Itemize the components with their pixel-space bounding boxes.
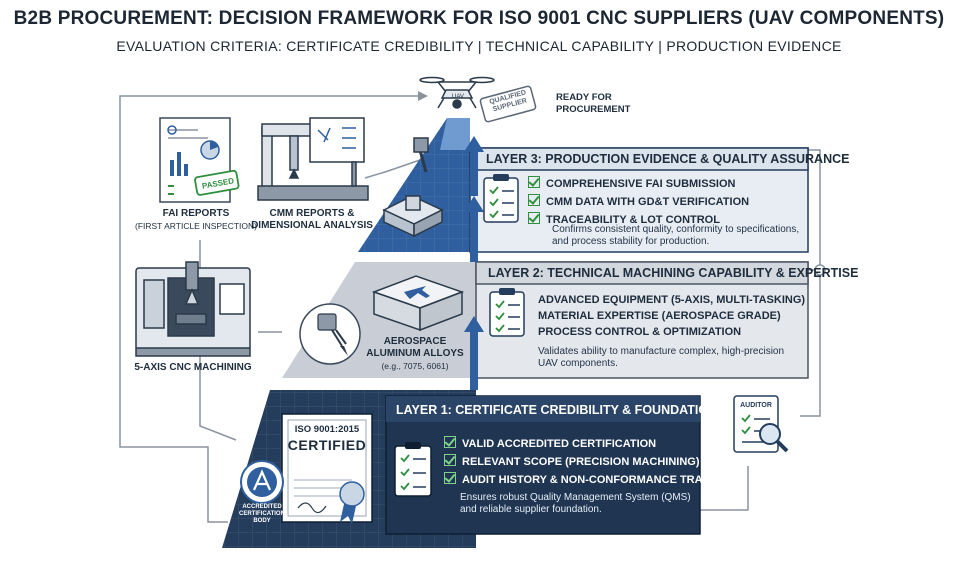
layer-3-title: LAYER 3: PRODUCTION EVIDENCE & QUALITY A… <box>486 152 850 166</box>
connector-arrowhead-top <box>418 91 428 101</box>
layer-3-bullets: COMPREHENSIVE FAI SUBMISSION CMM DATA WI… <box>528 176 749 226</box>
cnc-machining-label: 5-AXIS CNC MACHINING <box>134 362 252 373</box>
fai-label-line-2: (FIRST ARTICLE INSPECTION) <box>134 221 257 231</box>
seal-line-2: CERTIFICATION <box>239 511 285 517</box>
connector-node <box>814 264 826 276</box>
cnc-machine-icon <box>135 261 251 357</box>
material-line-1: AEROSPACE <box>383 336 447 347</box>
layer-1-bullets: VALID ACCREDITED CERTIFICATION RELEVANT … <box>444 436 738 486</box>
drone-icon <box>419 76 495 109</box>
ready-line-1: READY FOR <box>556 92 612 103</box>
certificate-line-2: CERTIFIED <box>287 437 367 453</box>
certificate-icon <box>281 413 373 524</box>
layer-3-bullet: COMPREHENSIVE FAI SUBMISSION <box>528 176 749 190</box>
clipboard-icon <box>483 174 519 223</box>
layer-3-bullet: TRACEABILITY & LOT CONTROL <box>528 212 749 226</box>
material-line-3: (e.g., 7075, 6061) <box>381 361 449 371</box>
certificate-line-1: ISO 9001:2015 <box>294 424 360 435</box>
layer-1-title: LAYER 1: CERTIFICATE CREDIBILITY & FOUND… <box>396 403 718 417</box>
seal-caption: ACCREDITED CERTIFICATION BODY <box>236 504 288 525</box>
layer-1-bullet: AUDIT HISTORY & NON-CONFORMANCE TRACKING <box>444 472 738 486</box>
layer-1-title-bar <box>386 396 700 422</box>
fai-reports-label: FAI REPORTS (FIRST ARTICLE INSPECTION) <box>134 208 258 232</box>
passed-stamp-icon <box>194 169 240 196</box>
check-icon <box>444 454 456 466</box>
cmm-label-line-1: CMM REPORTS & <box>269 208 355 219</box>
clipboard-icon <box>394 442 432 497</box>
page-subtitle: EVALUATION CRITERIA: CERTIFICATE CREDIBI… <box>116 38 842 54</box>
aluminum-block-icon <box>371 275 465 332</box>
magnifier-icon <box>759 423 789 453</box>
material-line-2: ALUMINUM ALLOYS <box>366 348 464 359</box>
cmm-reports-label: CMM REPORTS & DIMENSIONAL ANALYSIS <box>250 208 374 232</box>
layer-2-title-bar <box>475 261 809 285</box>
fai-label-line-1: FAI REPORTS <box>162 208 230 219</box>
aluminum-alloy-label: AEROSPACE ALUMINUM ALLOYS (e.g., 7075, 6… <box>360 336 470 372</box>
layer-3-bullet: CMM DATA WITH GD&T VERIFICATION <box>528 194 749 208</box>
check-icon <box>528 194 540 206</box>
page-title: B2B PROCUREMENT: DECISION FRAMEWORK FOR … <box>13 8 945 29</box>
layer-2-bullet: MATERIAL EXPERTISE (AEROSPACE GRADE) <box>538 310 781 322</box>
check-icon <box>528 212 540 224</box>
certificate-text: ISO 9001:2015 CERTIFIED <box>282 424 372 453</box>
ready-for-procurement: READY FOR PROCUREMENT <box>556 92 630 116</box>
seal-line-3: BODY <box>253 518 271 524</box>
layer-1-bullet: RELEVANT SCOPE (PRECISION MACHINING) <box>444 454 738 468</box>
drone-label: UAV <box>452 94 464 100</box>
seal-line-1: ACCREDITED <box>242 504 282 510</box>
check-icon <box>528 176 540 188</box>
cmm-machine-icon <box>257 117 369 201</box>
cutting-tool-icon <box>299 303 361 365</box>
pyramid-apex <box>440 118 470 150</box>
check-icon <box>444 472 456 484</box>
clipboard-icon <box>489 288 525 337</box>
layer-3-description: Confirms consistent quality, conformity … <box>552 224 800 247</box>
ready-line-2: PROCUREMENT <box>556 104 631 115</box>
qualified-supplier-stamp-icon <box>479 85 537 123</box>
layer-2-description: Validates ability to manufacture complex… <box>538 346 785 369</box>
layer-1-description: Ensures robust Quality Management System… <box>460 492 691 515</box>
layer-2-title: LAYER 2: TECHNICAL MACHINING CAPABILITY … <box>488 266 859 280</box>
layer-2-bullets: ADVANCED EQUIPMENT (5-AXIS, MULTI-TASKIN… <box>538 294 805 338</box>
up-arrow-icon <box>464 136 484 390</box>
accreditation-seal-icon <box>240 460 284 504</box>
layer-1-bullet: VALID ACCREDITED CERTIFICATION <box>444 436 738 450</box>
auditor-label: AUDITOR <box>740 402 772 409</box>
check-icon <box>444 436 456 448</box>
machined-part-icon <box>382 137 444 238</box>
layer-2-bullet: ADVANCED EQUIPMENT (5-AXIS, MULTI-TASKIN… <box>538 294 806 306</box>
layer-2-bullet: PROCESS CONTROL & OPTIMIZATION <box>538 326 742 338</box>
cmm-label-line-2: DIMENSIONAL ANALYSIS <box>251 220 373 231</box>
flow-connector-right <box>700 149 821 511</box>
